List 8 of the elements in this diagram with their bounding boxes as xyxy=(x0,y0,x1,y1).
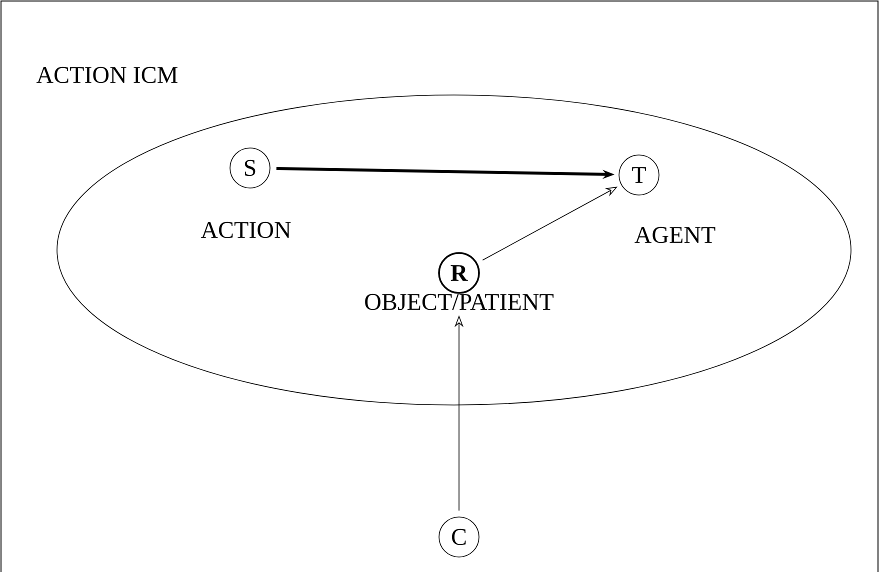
node-label: ACTION ICM xyxy=(36,66,178,84)
circle-node: T xyxy=(618,154,660,196)
node-caption: AGENT xyxy=(634,226,716,244)
node-caption: OBJECT/PATIENT xyxy=(365,294,554,310)
circle-node: R xyxy=(438,252,480,294)
circle-node: S xyxy=(230,148,270,188)
circle-node: C xyxy=(438,516,480,558)
node-caption: ACTION xyxy=(200,222,291,238)
